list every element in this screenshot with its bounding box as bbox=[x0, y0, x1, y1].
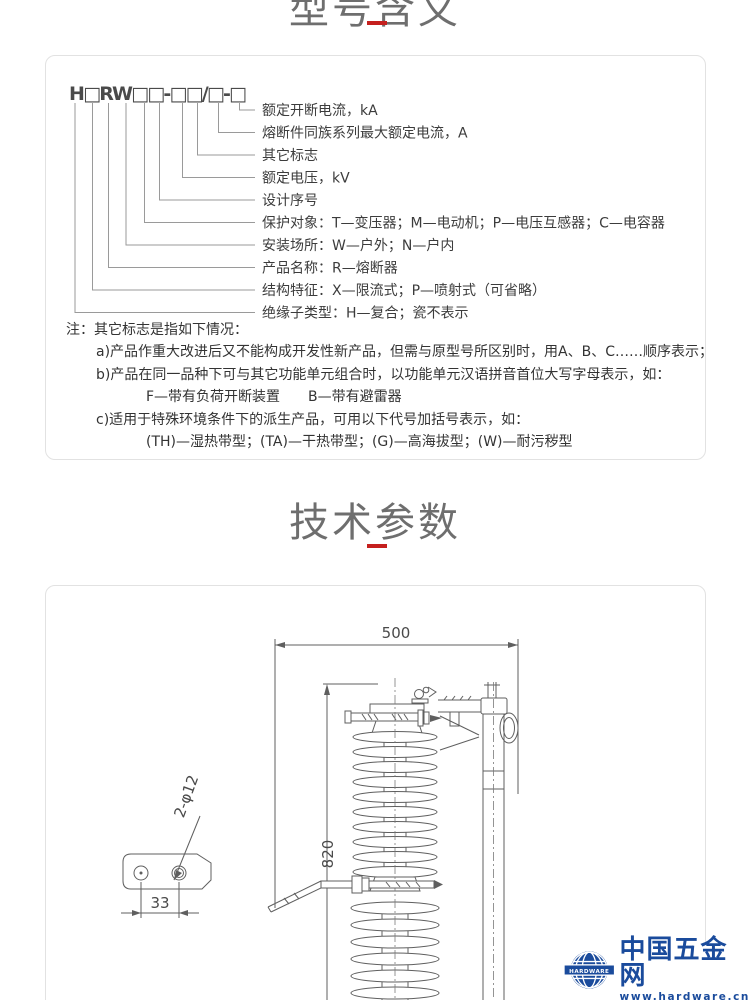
note-line: F—带有负荷开断装置 B—带有避雷器 bbox=[146, 389, 402, 406]
connector-line bbox=[92, 103, 255, 291]
section-title-model-meaning: 型号含义 bbox=[289, 0, 461, 33]
note-line: a)产品作重大改进后又不能构成开发性新产品，但需与原型号所区别时，用A、B、C…… bbox=[96, 344, 713, 361]
code-label: 额定电压，kV bbox=[262, 171, 350, 187]
operating-rod bbox=[267, 875, 443, 913]
dim-holes-label: 2-φ12 bbox=[170, 773, 202, 820]
globe-banner-text: HARDWARE bbox=[569, 969, 609, 975]
connector-line bbox=[182, 103, 255, 178]
connector-line bbox=[108, 103, 255, 268]
connector-line bbox=[197, 103, 255, 156]
connector-line bbox=[218, 103, 255, 133]
connector-line bbox=[74, 103, 255, 313]
connector-line bbox=[159, 103, 255, 201]
mounting-bracket: 33 2-φ12 bbox=[121, 773, 212, 918]
code-label: 产品名称：R—熔断器 bbox=[262, 261, 398, 277]
technical-drawing-panel: 500 820 bbox=[45, 585, 706, 1000]
code-label: 安装场所：W—户外；N—户内 bbox=[262, 237, 454, 254]
site-name: 中国五金网 bbox=[619, 935, 728, 992]
section-title-tech-params: 技术参数 bbox=[289, 500, 461, 546]
connector-line bbox=[239, 103, 255, 111]
red-underline-accent bbox=[367, 21, 387, 25]
upper-contact-assembly bbox=[344, 686, 489, 751]
code-label: 熔断件同族系列最大额定电流，A bbox=[262, 126, 468, 142]
connector-line bbox=[144, 103, 255, 223]
code-label: 结构特征：X—限流式；P—喷射式（可省略） bbox=[262, 283, 546, 299]
connector-line bbox=[125, 103, 255, 246]
code-label: 绝缘子类型：H—复合；瓷不表示 bbox=[262, 305, 469, 322]
code-label: 额定开断电流，kA bbox=[262, 103, 378, 119]
dim-hole-spacing-label: 33 bbox=[150, 894, 169, 912]
insulator-column bbox=[350, 678, 440, 1000]
note-line: (TH)—湿热带型；(TA)—干热带型；(G)—高海拔型；(W)—耐污秽型 bbox=[146, 434, 573, 451]
dim-width-label: 500 bbox=[382, 624, 411, 642]
note-line: b)产品在同一品种下可与其它功能单元组合时，以功能单元汉语拼音首位大写字母表示，… bbox=[96, 366, 671, 383]
code-label: 保护对象：T—变压器；M—电动机；P—电压互感器；C—电容器 bbox=[262, 215, 665, 232]
fuse-tube bbox=[480, 682, 519, 1000]
model-meaning-panel: H□RW□□-□□/□-□ 额定开断电流，kA 熔断件同族系列最大额定电流，A … bbox=[45, 55, 713, 460]
site-watermark-logo: HARDWARE 中国五金网 www.hardware.cn bbox=[560, 937, 750, 1000]
code-label: 其它标志 bbox=[262, 147, 318, 164]
red-underline-accent bbox=[367, 544, 387, 548]
site-url: www.hardware.cn bbox=[619, 991, 750, 1000]
model-notes: 注：其它标志是指如下情况： a)产品作重大改进后又不能构成开发性新产品，但需与原… bbox=[46, 319, 713, 453]
dimension-height: 820 bbox=[319, 683, 378, 1000]
model-code-text: H□RW□□-□□/□-□ bbox=[69, 83, 247, 105]
globe-icon: HARDWARE bbox=[564, 951, 615, 989]
note-line: 注：其它标志是指如下情况： bbox=[66, 322, 248, 338]
model-code-diagram: H□RW□□-□□/□-□ 额定开断电流，kA 熔断件同族系列最大额定电流，A … bbox=[69, 83, 665, 322]
code-label: 设计序号 bbox=[262, 193, 318, 209]
note-line: c)适用于特殊环境条件下的派生产品，可用以下代号加括号表示，如： bbox=[96, 411, 530, 428]
fuse-cutout-drawing: 500 820 bbox=[121, 624, 519, 1000]
dim-height-label: 820 bbox=[319, 840, 337, 869]
dimension-width: 500 bbox=[274, 624, 519, 908]
